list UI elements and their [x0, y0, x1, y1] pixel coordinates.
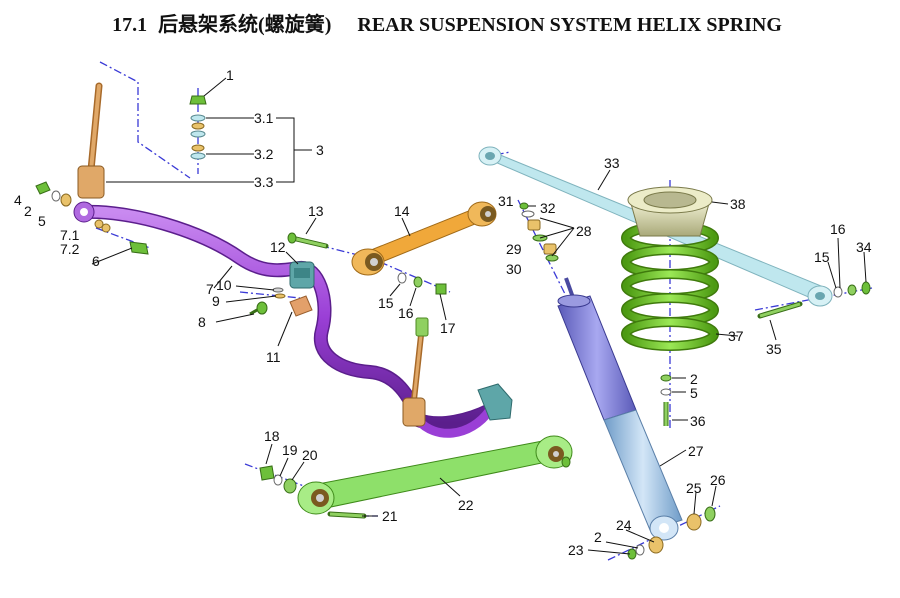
callout-37: 37	[728, 328, 744, 344]
title-section-number: 17.1	[112, 14, 148, 36]
link-hardware-stack	[189, 95, 207, 160]
callout-10: 10	[216, 277, 232, 293]
callout-17: 17	[440, 320, 456, 336]
spring-bolt	[660, 374, 672, 426]
stabilizer-bracket	[289, 261, 315, 289]
callout-7-1: 7.1	[60, 227, 80, 243]
callout-14: 14	[394, 203, 410, 219]
callout-18: 18	[264, 428, 280, 444]
callout-23: 23	[568, 542, 584, 558]
callout-38: 38	[730, 196, 746, 212]
callout-15-left: 15	[378, 295, 394, 311]
callout-3-2: 3.2	[254, 146, 274, 162]
callout-30: 30	[506, 261, 522, 277]
callout-25: 25	[686, 480, 702, 496]
callout-26: 26	[710, 472, 726, 488]
lateral-rod-hardware	[757, 281, 871, 319]
callout-21: 21	[382, 508, 398, 524]
callout-6: 6	[92, 253, 100, 269]
callout-5-spring: 5	[690, 385, 698, 401]
stabilizer-link-left	[77, 82, 105, 199]
callout-labels: 1 3.1 3 3.2 3.3 4 2 5 7.1 7.2 6 7 10 9 8…	[14, 67, 872, 558]
stabilizer-link-right	[402, 317, 429, 427]
leader-lines	[91, 77, 867, 555]
title-chinese: 后悬架系统(螺旋簧)	[158, 14, 332, 36]
upper-arm-bolt	[287, 232, 329, 249]
callout-8: 8	[198, 314, 206, 330]
callout-2-shock: 2	[594, 529, 602, 545]
upper-arm-nut-set	[397, 272, 447, 295]
callout-33: 33	[604, 155, 620, 171]
callout-32: 32	[540, 200, 556, 216]
callout-22: 22	[458, 497, 474, 513]
page-title: 17.1 后悬架系统(螺旋簧) REAR SUSPENSION SYSTEM H…	[0, 8, 900, 37]
callout-36: 36	[690, 413, 706, 429]
lower-arm-hardware	[259, 456, 571, 519]
callout-19: 19	[282, 442, 298, 458]
upper-control-arm	[351, 201, 497, 276]
lower-control-arm	[297, 435, 573, 515]
callout-11: 11	[266, 349, 281, 365]
spring-seat	[627, 186, 713, 237]
callout-3-3: 3.3	[254, 174, 274, 190]
callout-31: 31	[498, 193, 514, 209]
callout-1: 1	[226, 67, 234, 83]
callout-4: 4	[14, 192, 22, 208]
callout-28: 28	[576, 223, 592, 239]
callout-15-right: 15	[814, 249, 830, 265]
callout-3-1: 3.1	[254, 110, 274, 126]
callout-7-2: 7.2	[60, 241, 80, 257]
title-english: REAR SUSPENSION SYSTEM HELIX SPRING	[357, 14, 782, 36]
callout-13: 13	[308, 203, 324, 219]
callout-34: 34	[856, 239, 872, 255]
callout-16-right: 16	[830, 221, 846, 237]
callout-2-spring: 2	[690, 371, 698, 387]
callout-7: 7	[206, 281, 214, 297]
callout-29: 29	[506, 241, 522, 257]
callout-5-left: 5	[38, 213, 46, 229]
left-end-hardware	[35, 181, 149, 255]
callout-24: 24	[616, 517, 632, 533]
clamp-bolts	[249, 287, 286, 316]
alignment-lines	[95, 61, 873, 561]
callout-20: 20	[302, 447, 318, 463]
callout-27: 27	[688, 443, 704, 459]
stabilizer-end-bracket	[477, 383, 513, 421]
callout-12: 12	[270, 239, 286, 255]
callout-3: 3	[316, 142, 324, 158]
shock-absorber	[557, 277, 683, 541]
callout-35: 35	[766, 341, 782, 357]
clamp	[289, 295, 313, 317]
callout-2-left: 2	[24, 203, 32, 219]
callout-9: 9	[212, 293, 220, 309]
callout-16-left: 16	[398, 305, 414, 321]
